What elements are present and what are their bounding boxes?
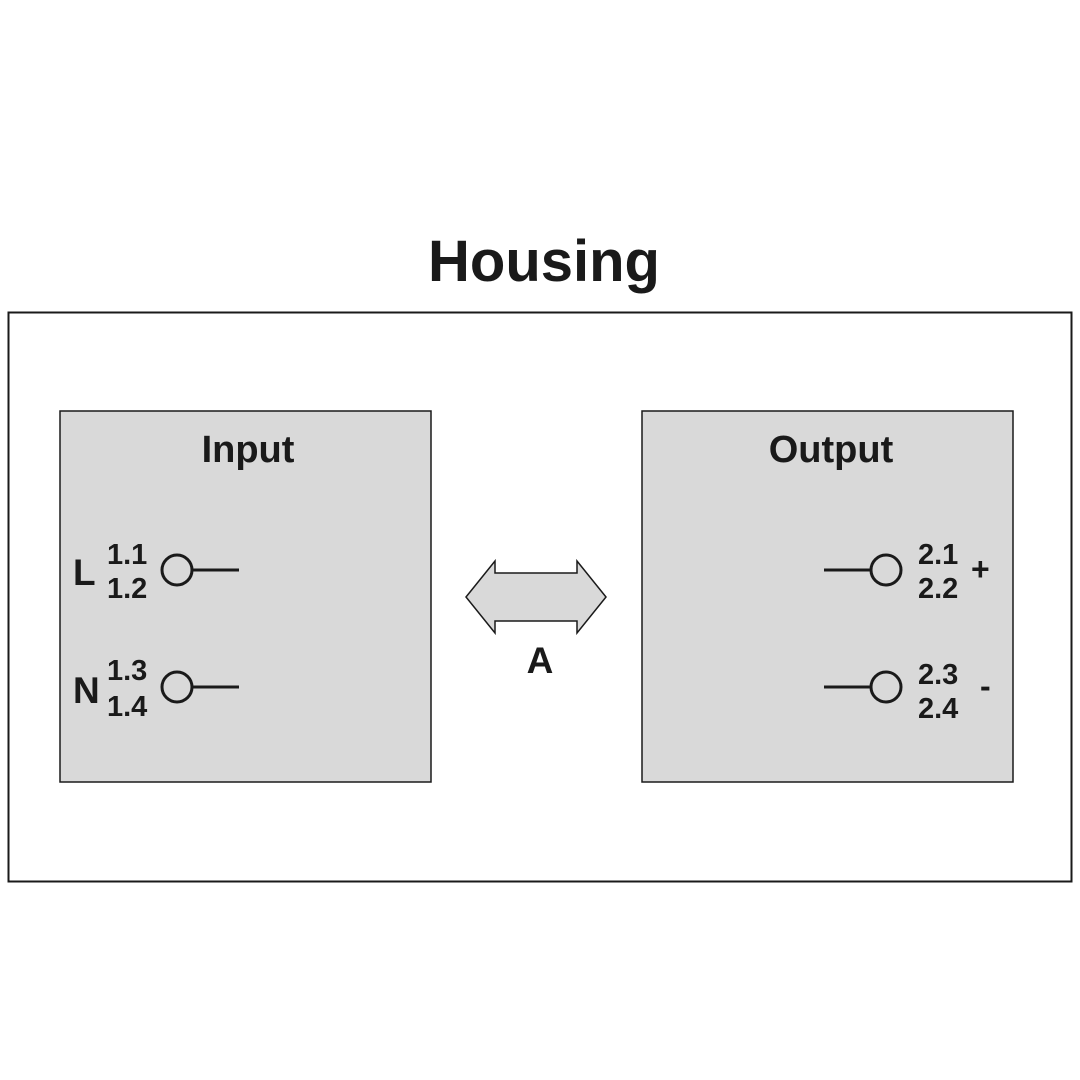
double-arrow: A xyxy=(465,558,607,681)
arrow-label: A xyxy=(527,640,554,681)
input-heading: Input xyxy=(202,429,295,471)
terminal-circle-icon xyxy=(869,670,903,704)
input-module: Input L 1.1 1.2 N 1.3 1.4 xyxy=(59,410,432,783)
output-module-box xyxy=(641,410,1014,783)
output-terminal-minus: 2.3 2.4 - xyxy=(824,659,991,725)
output-terminal-plus: 2.1 2.2 + xyxy=(824,539,990,605)
terminal-number-bottom: 2.2 xyxy=(918,573,958,605)
input-terminal-n: N 1.3 1.4 xyxy=(73,655,239,723)
terminal-number-top: 2.1 xyxy=(918,539,958,571)
output-heading: Output xyxy=(769,429,894,471)
output-module: Output 2.1 2.2 + 2.3 2.4 - xyxy=(641,410,1014,783)
terminal-label: - xyxy=(980,668,991,704)
terminal-label: L xyxy=(73,552,96,593)
terminal-circle-icon xyxy=(869,553,903,587)
terminal-number-top: 1.3 xyxy=(107,655,147,687)
input-terminal-l: L 1.1 1.2 xyxy=(73,539,239,605)
terminal-label: + xyxy=(971,551,990,587)
terminal-number-bottom: 1.4 xyxy=(107,691,147,723)
double-arrow-icon xyxy=(465,558,607,636)
input-module-box xyxy=(59,410,432,783)
terminal-number-bottom: 1.2 xyxy=(107,573,147,605)
housing-title: Housing xyxy=(428,229,660,294)
terminal-number-top: 2.3 xyxy=(918,659,958,691)
terminal-number-top: 1.1 xyxy=(107,539,147,571)
terminal-number-bottom: 2.4 xyxy=(918,693,958,725)
terminal-label: N xyxy=(73,670,100,711)
